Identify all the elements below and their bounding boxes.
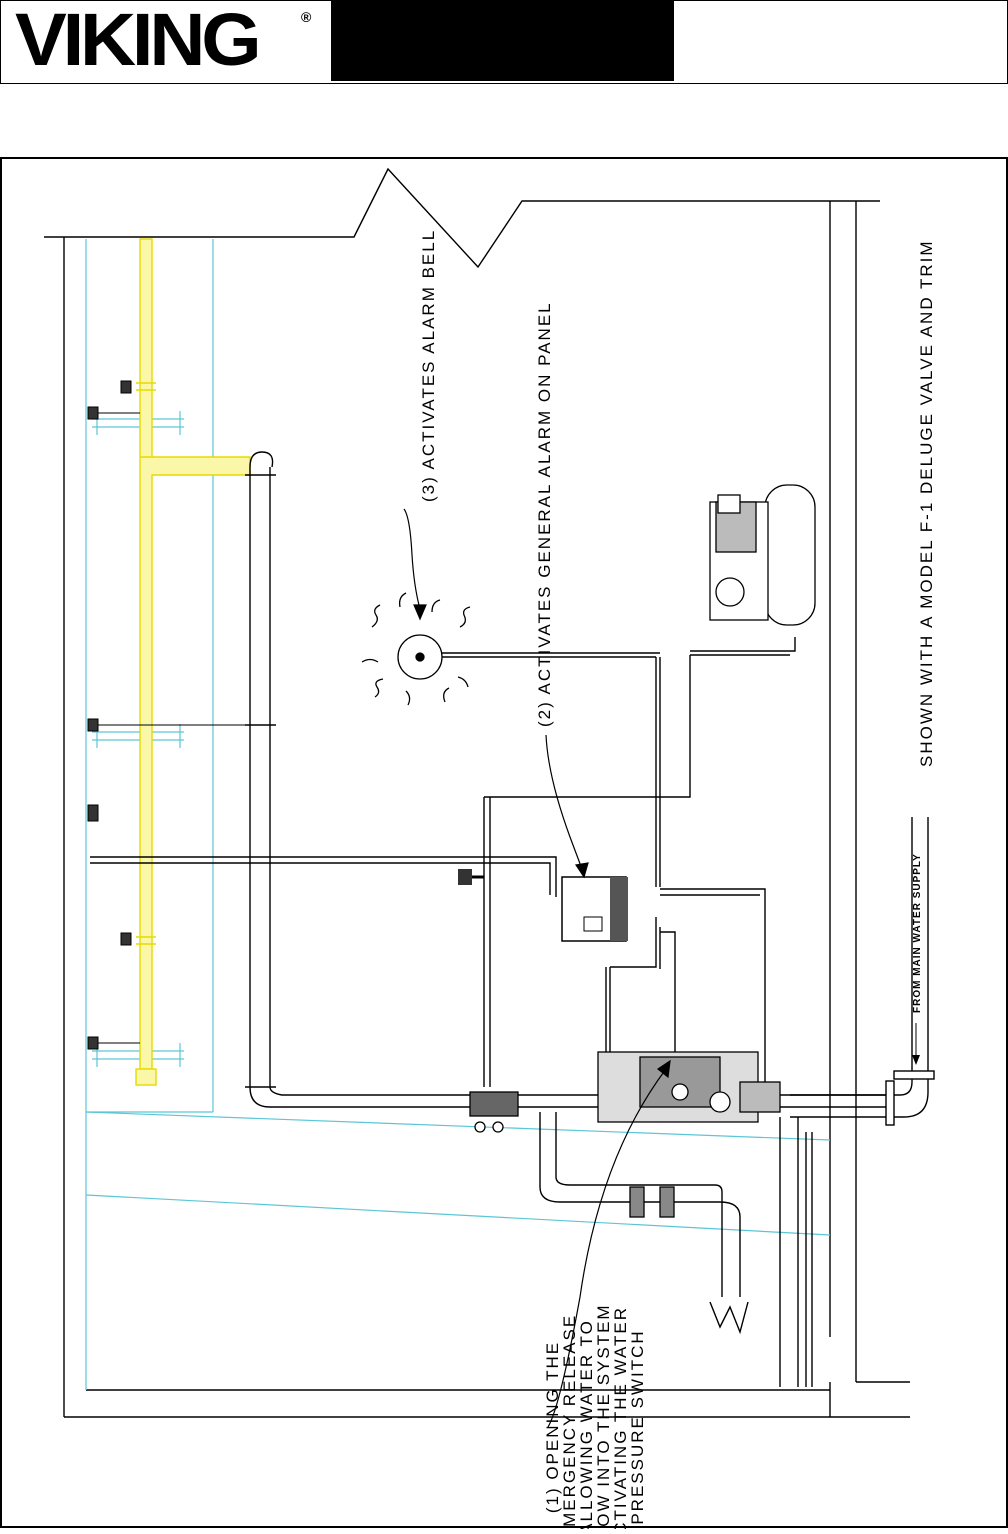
callout-step2: (2) ACTIVATES GENERAL ALARM ON PANEL <box>535 301 554 727</box>
brand-logo: VIKING ® <box>1 0 332 81</box>
system-diagram: (3) ACTIVATES ALARM BELL (2) ACTIVATES G… <box>0 157 1008 1534</box>
main-piping <box>90 451 935 1387</box>
page-header: VIKING ® <box>0 0 1008 84</box>
step1-line-2: EMERGENCY RELEASE <box>560 1314 579 1529</box>
callout-step1: (1) OPENING THE EMERGENCY RELEASE ALLOWI… <box>543 1303 647 1534</box>
caption-text: SHOWN WITH A MODEL F-1 DELUGE VALVE AND … <box>917 239 936 767</box>
diagram-frame <box>0 157 1008 1528</box>
header-right-box <box>675 1 1006 81</box>
control-panel <box>458 869 628 942</box>
branch-structure <box>85 239 831 1390</box>
step1-line-5: ACTIVATING THE WATER <box>611 1306 630 1529</box>
step1-line-3: ALLOWING WATER TO <box>577 1319 596 1529</box>
supply-text: FROM MAIN WATER SUPPLY <box>912 853 923 1013</box>
step2-label: (2) ACTIVATES GENERAL ALARM ON PANEL <box>535 301 554 727</box>
step1-line-1: (1) OPENING THE <box>543 1341 562 1513</box>
caption: SHOWN WITH A MODEL F-1 DELUGE VALVE AND … <box>917 239 936 767</box>
system-riser-pipe <box>135 238 251 1086</box>
header-black-band <box>332 1 674 81</box>
air-compressor <box>709 484 816 626</box>
room-outline <box>44 167 910 1418</box>
leader-lines <box>403 508 671 1428</box>
registered-mark: ® <box>301 9 312 25</box>
step1-line-6: PRESSURE SWITCH <box>628 1329 647 1524</box>
step1-line-4: FLOW INTO THE SYSTEM <box>594 1303 613 1529</box>
sprinkler-heads <box>87 380 250 1050</box>
alarm-bell <box>361 592 471 706</box>
step3-label: (3) ACTIVATES ALARM BELL <box>419 229 438 502</box>
supply-label: FROM MAIN WATER SUPPLY <box>912 853 923 1065</box>
brand-wordmark: VIKING <box>15 0 262 81</box>
callout-step3: (3) ACTIVATES ALARM BELL <box>419 229 438 502</box>
deluge-valve-trim <box>469 1051 781 1218</box>
